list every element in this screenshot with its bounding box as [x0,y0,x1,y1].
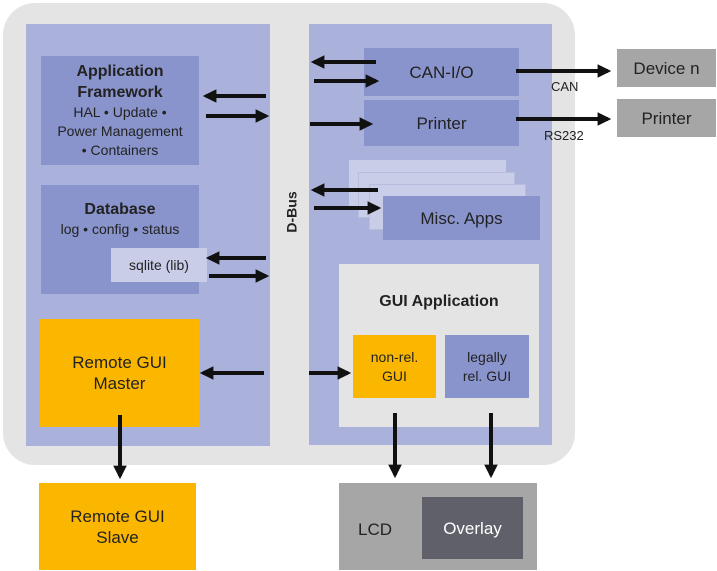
overlay-label: Overlay [443,518,502,538]
dbus-label: D-Bus [284,191,301,233]
device-n-label: Device n [633,58,700,78]
remote-gui-master-box: Remote GUI Master [40,319,199,427]
device-n-box: Device n [617,49,716,87]
non-rel-gui-line1: non-rel. [370,348,419,365]
rs232-label: RS232 [544,128,584,143]
gui-application-title: GUI Application [379,293,499,310]
remote-master-line2: Master [93,374,146,393]
printer-module-box: Printer [364,100,519,146]
legal-gui-line1: legally [467,348,507,365]
external-printer-label: Printer [641,108,692,128]
can-bus-label: CAN [551,79,579,94]
can-io-label: CAN-I/O [409,62,474,82]
remote-slave-line1: Remote GUI [70,506,165,526]
misc-apps-label: Misc. Apps [420,208,503,228]
sqlite-lib-box: sqlite (lib) [111,248,207,282]
legal-gui-line2: rel. GUI [462,367,512,384]
database-title: Database [84,201,156,218]
overlay-box: Overlay [422,497,523,559]
app-framework-line2: Power Management [57,123,183,139]
remote-gui-slave-box: Remote GUI Slave [39,483,196,570]
sqlite-label: sqlite (lib) [129,256,189,273]
app-framework-line3: • Containers [81,142,159,158]
external-printer-box: Printer [617,99,716,137]
dbus-label-wrap: D-Bus [277,182,307,242]
application-framework-box: Application Framework HAL • Update • Pow… [41,56,199,165]
non-rel-gui-box: non-rel. GUI [353,335,436,398]
non-rel-gui-line2: GUI [382,367,407,384]
app-framework-title: Application Framework [76,63,164,101]
remote-master-line1: Remote GUI [72,353,167,372]
misc-apps-box: Misc. Apps [383,196,540,240]
printer-module-label: Printer [416,113,467,133]
legally-rel-gui-box: legally rel. GUI [445,335,529,398]
app-framework-line1: HAL • Update • [73,104,167,120]
can-io-box: CAN-I/O [364,48,519,96]
database-subtitle: log • config • status [60,221,180,237]
lcd-label: LCD [358,520,393,539]
remote-slave-line2: Slave [96,527,139,547]
